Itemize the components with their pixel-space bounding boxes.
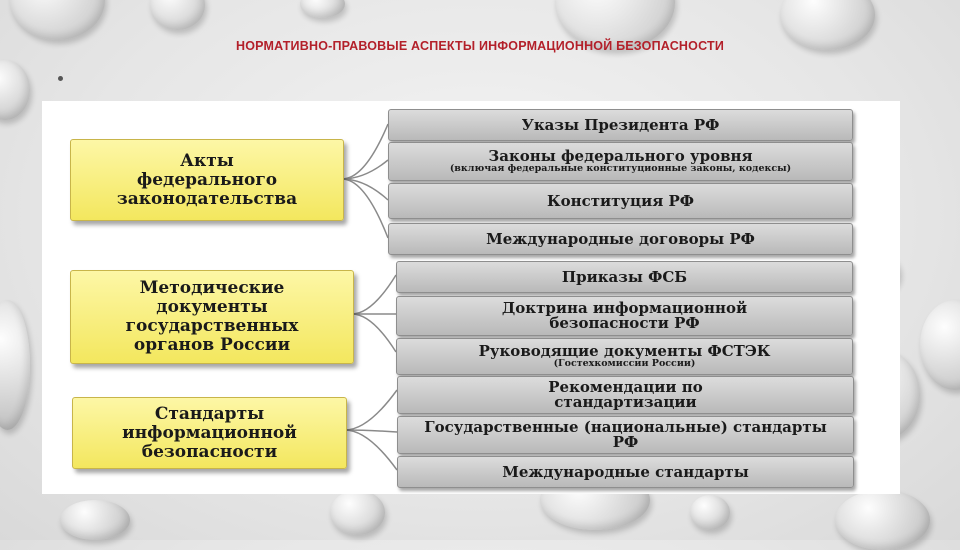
- item-fstec-guidelines: Руководящие документы ФСТЭК (Гостехкомис…: [396, 338, 853, 375]
- item-main-text: Доктрина информационной безопасности РФ: [445, 301, 805, 331]
- item-main-text: Указы Президента РФ: [522, 118, 720, 133]
- item-main-text: Рекомендации по стандартизации: [496, 380, 756, 410]
- item-main-text: Приказы ФСБ: [562, 270, 687, 285]
- item-fsb-orders: Приказы ФСБ: [396, 261, 853, 293]
- item-main-text: Законы федерального уровня: [488, 149, 752, 164]
- item-federal-laws: Законы федерального уровня (включая феде…: [388, 142, 853, 181]
- item-infosec-doctrine: Доктрина информационной безопасности РФ: [396, 296, 853, 336]
- category-federal-acts: Акты федерального законодательства: [70, 139, 344, 221]
- item-sub-text: (включая федеральные конституционные зак…: [450, 164, 791, 174]
- item-main-text: Государственные (национальные) стандарты…: [416, 420, 836, 450]
- category-infosec-standards: Стандарты информационной безопасности: [72, 397, 347, 469]
- item-presidential-decrees: Указы Президента РФ: [388, 109, 853, 141]
- item-international-standards: Международные стандарты: [397, 456, 854, 488]
- item-international-treaties: Международные договоры РФ: [388, 223, 853, 255]
- item-main-text: Международные стандарты: [502, 465, 749, 480]
- category-methodological-docs: Методические документы государственных о…: [70, 270, 354, 364]
- item-sub-text: (Гостехкомиссии России): [554, 359, 696, 369]
- item-national-standards: Государственные (национальные) стандарты…: [397, 416, 854, 454]
- item-main-text: Руководящие документы ФСТЭК: [479, 344, 771, 359]
- item-main-text: Международные договоры РФ: [486, 232, 755, 247]
- item-constitution: Конституция РФ: [388, 183, 853, 219]
- item-main-text: Конституция РФ: [547, 194, 694, 209]
- item-standardization-recommendations: Рекомендации по стандартизации: [397, 376, 854, 414]
